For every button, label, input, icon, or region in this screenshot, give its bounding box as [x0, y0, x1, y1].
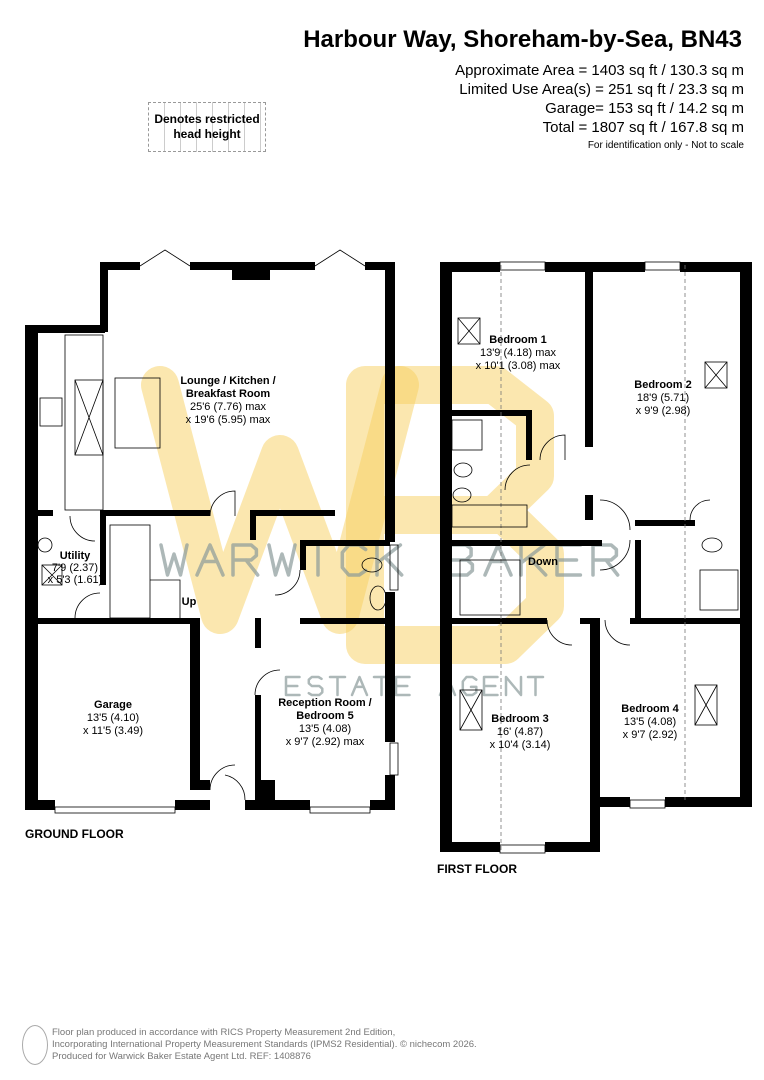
- room-dims: x 5'3 (1.61): [48, 574, 103, 586]
- room-dims: x 10'1 (3.08) max: [476, 360, 561, 372]
- watermark-tagline-shape: [284, 675, 301, 697]
- room-dims: x 9'7 (2.92) max: [286, 736, 365, 748]
- ground-floor-labels: Lounge / Kitchen / Breakfast Room 25'6 (…: [48, 375, 372, 748]
- footer-line: Floor plan produced in accordance with R…: [52, 1027, 396, 1038]
- watermark-tagline-shape: [482, 675, 499, 697]
- room-dims: 16' (4.87): [497, 726, 543, 738]
- watermark-tagline-shape: [307, 675, 324, 697]
- room-dims: x 9'9 (2.98): [636, 405, 691, 417]
- room-name: Bedroom 5: [296, 710, 353, 722]
- watermark-wordmark-shape: [195, 543, 225, 577]
- room-name: Bedroom 2: [634, 379, 691, 391]
- scale-note: For identification only - Not to scale: [587, 140, 744, 151]
- first-floor-label: FIRST FLOOR: [437, 862, 517, 876]
- watermark-wordmark-shape: [231, 543, 260, 577]
- watermark-wordmark-shape: [375, 543, 404, 577]
- room-dims: 25'6 (7.76) max: [190, 401, 267, 413]
- watermark-wordmark-shape: [267, 543, 297, 577]
- room-name: Utility: [60, 550, 91, 562]
- room-name: Bedroom 4: [621, 703, 679, 715]
- watermark-tagline-shape: [394, 675, 411, 697]
- room-name: Bedroom 1: [489, 334, 546, 346]
- room-dims: 13'5 (4.10): [87, 712, 139, 724]
- footer: Floor plan produced in accordance with R…: [52, 1027, 477, 1063]
- ground-floor-label: GROUND FLOOR: [25, 827, 124, 841]
- room-dims: 13'9 (4.18) max: [480, 347, 557, 359]
- watermark-tagline-shape: [328, 675, 347, 697]
- room-name: Lounge / Kitchen /: [180, 375, 275, 387]
- first-floor-walls: [440, 262, 752, 852]
- person-icon: [22, 1025, 48, 1065]
- room-name: Reception Room /: [278, 697, 372, 709]
- room-name: Bedroom 3: [491, 713, 548, 725]
- room-dims: x 11'5 (3.49): [83, 725, 143, 737]
- first-floor-fixtures: [451, 261, 739, 854]
- watermark-wordmark-shape: [519, 543, 548, 577]
- footer-line: Produced for Warwick Baker Estate Agent …: [52, 1051, 311, 1062]
- room-dims: 13'5 (4.08): [624, 716, 676, 728]
- footer-line: Incorporating International Property Mea…: [52, 1039, 477, 1050]
- approx-area: Approximate Area = 1403 sq ft / 130.3 sq…: [455, 62, 744, 79]
- room-dims: 7'9 (2.37): [52, 562, 98, 574]
- room-dims: x 19'6 (5.95) max: [186, 414, 271, 426]
- room-dims: 18'9 (5.71): [637, 392, 689, 404]
- watermark-tagline-shape: [526, 675, 545, 697]
- room-name: Garage: [94, 699, 132, 711]
- watermark-wordmark-shape: [159, 543, 189, 577]
- ground-floor-walls: [25, 262, 395, 810]
- first-floor-labels: Bedroom 1 13'9 (4.18) max x 10'1 (3.08) …: [476, 334, 692, 751]
- garage-area: Garage= 153 sq ft / 14.2 sq m: [545, 100, 744, 117]
- room-dims: x 9'7 (2.92): [623, 729, 678, 741]
- limited-use-area: Limited Use Area(s) = 251 sq ft / 23.3 s…: [459, 81, 744, 98]
- room-dims: 13'5 (4.08): [299, 723, 351, 735]
- watermark-wordmark-shape: [591, 543, 620, 577]
- stairs-label: Up: [182, 596, 197, 608]
- watermark-tagline-shape: [461, 675, 478, 697]
- watermark-tagline-shape: [350, 675, 369, 697]
- room-name: Breakfast Room: [186, 388, 271, 400]
- restricted-height-legend: Denotes restricted head height: [148, 102, 266, 152]
- watermark-tagline-shape: [504, 675, 523, 697]
- property-title: Harbour Way, Shoreham-by-Sea, BN43: [303, 26, 742, 53]
- ground-floor-fixtures: [37, 249, 399, 814]
- total-area: Total = 1807 sq ft / 167.8 sq m: [542, 119, 744, 136]
- stairs-label: Down: [528, 556, 558, 568]
- room-dims: x 10'4 (3.14): [490, 739, 551, 751]
